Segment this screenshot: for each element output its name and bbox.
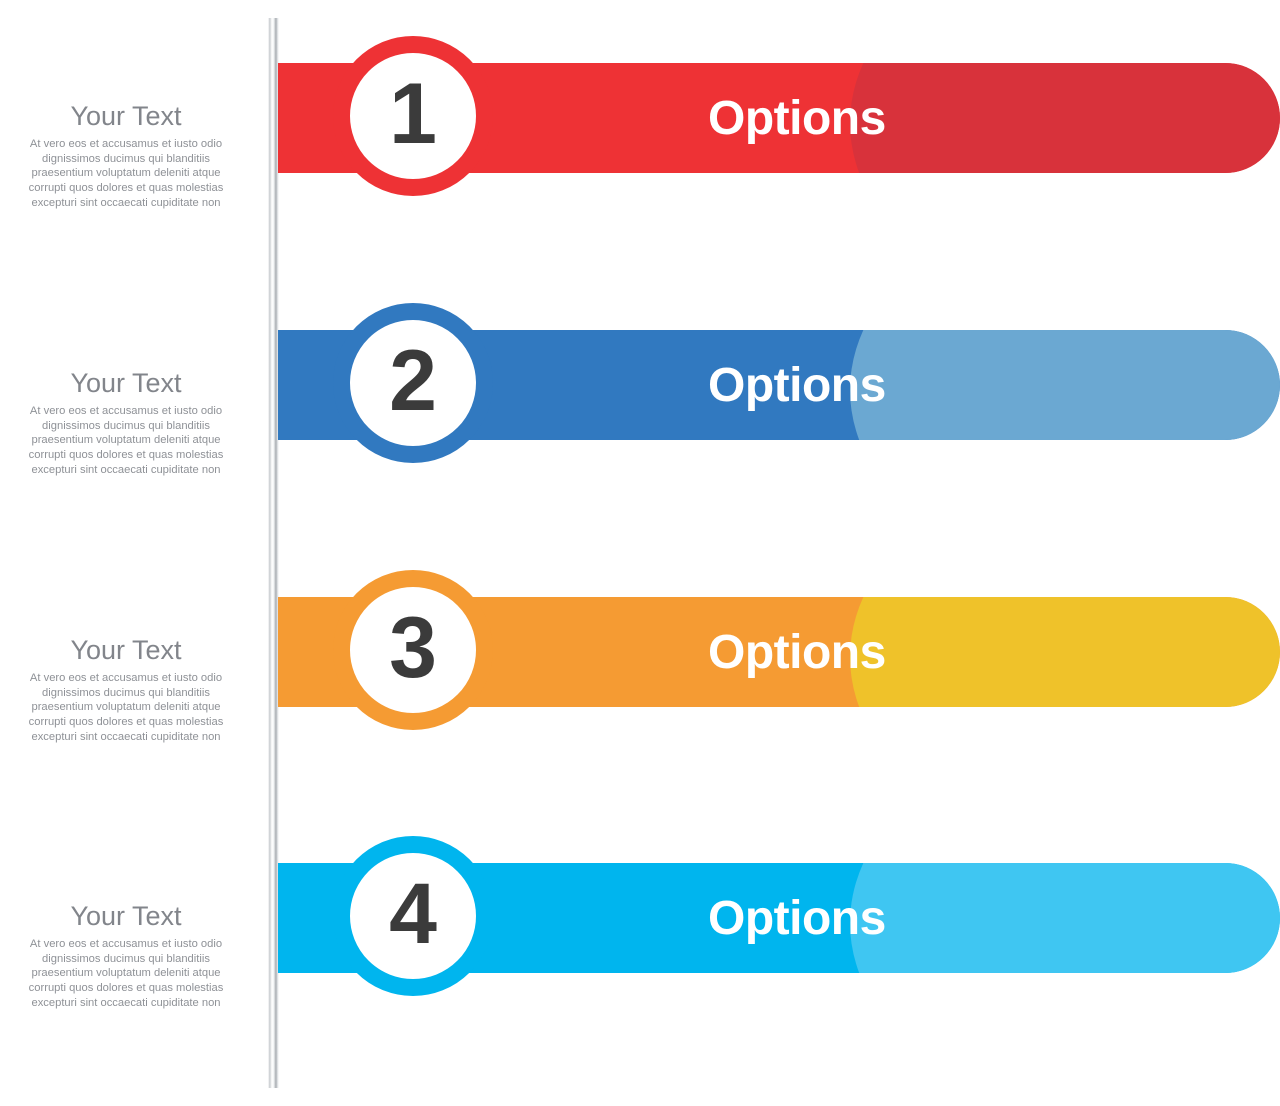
description-title: Your Text xyxy=(70,635,182,665)
step-number: 3 xyxy=(389,600,437,696)
description-body: At vero eos et accusamus et iusto odio d… xyxy=(28,405,224,476)
option-label: Options xyxy=(708,625,886,679)
description-title: Your Text xyxy=(70,101,182,131)
bar-fold-shape xyxy=(850,330,1280,440)
description-title: Your Text xyxy=(70,901,182,931)
vertical-divider-line xyxy=(268,18,279,1088)
bar-fold-shape xyxy=(850,597,1280,707)
bar-fold-shape xyxy=(850,863,1280,973)
option-label: Options xyxy=(708,891,886,945)
description-body: At vero eos et accusamus et iusto odio d… xyxy=(28,938,224,1009)
description-block: Your Text At vero eos et accusamus et ius… xyxy=(0,902,252,1010)
step-number: 4 xyxy=(389,866,437,962)
step-number: 2 xyxy=(389,333,437,429)
option-row[interactable]: Options 4 xyxy=(0,818,1280,1018)
step-number: 1 xyxy=(389,66,437,162)
description-body: At vero eos et accusamus et iusto odio d… xyxy=(28,672,224,743)
description-block: Your Text At vero eos et accusamus et ius… xyxy=(0,102,252,210)
step-number-badge[interactable]: 1 xyxy=(333,36,493,196)
option-label: Options xyxy=(708,91,886,145)
description-title: Your Text xyxy=(70,368,182,398)
option-row[interactable]: Options 1 xyxy=(0,18,1280,218)
description-body: At vero eos et accusamus et iusto odio d… xyxy=(28,138,224,209)
bar-fold-shape xyxy=(850,63,1280,173)
step-number-badge[interactable]: 3 xyxy=(333,570,493,730)
option-row[interactable]: Options 2 xyxy=(0,285,1280,485)
step-number-badge[interactable]: 2 xyxy=(333,303,493,463)
option-label: Options xyxy=(708,358,886,412)
option-row[interactable]: Options 3 xyxy=(0,552,1280,752)
description-block: Your Text At vero eos et accusamus et ius… xyxy=(0,636,252,744)
step-number-badge[interactable]: 4 xyxy=(333,836,493,996)
description-block: Your Text At vero eos et accusamus et ius… xyxy=(0,369,252,477)
